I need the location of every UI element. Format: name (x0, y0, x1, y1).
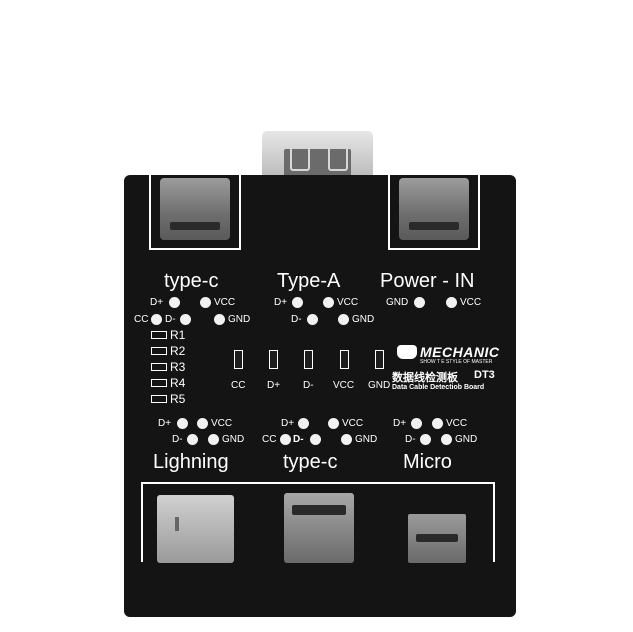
typec-bottom-gnd-label: GND (355, 434, 378, 445)
micro-dminus-pad (420, 434, 431, 445)
typec-bottom-vcc-label: VCC (342, 418, 364, 429)
lightning-dplus-label: D+ (158, 418, 172, 429)
brand-tagline: SHOW T E STYLE OF MASTER (420, 359, 493, 365)
brand-model: DT3 (474, 369, 495, 381)
typec-top-label: type-c (164, 270, 219, 292)
typec-top-vcc-label: VCC (214, 297, 236, 308)
power-gnd-pad (414, 297, 425, 308)
led-vcc (340, 350, 349, 369)
led-dminus (304, 350, 313, 369)
resistor-r4-label: R4 (170, 376, 186, 390)
typea-label: Type-A (277, 270, 341, 292)
power-gnd-label: GND (386, 297, 409, 308)
typec-top-cc-label: CC (134, 314, 149, 325)
micro-gnd-label: GND (455, 434, 478, 445)
lightning-dplus-pad (177, 418, 188, 429)
micro-dplus-label: D+ (393, 418, 407, 429)
micro-dminus-label: D- (405, 434, 416, 445)
typea-dplus-pad (292, 297, 303, 308)
micro-gnd-pad (441, 434, 452, 445)
led-vcc-label: VCC (333, 380, 355, 391)
typec-bottom-label: type-c (283, 451, 338, 473)
typec-bottom-cc-label: CC (262, 434, 277, 445)
typec-bottom-gnd-pad (341, 434, 352, 445)
led-dplus-label: D+ (267, 380, 281, 391)
lightning-port (157, 495, 234, 563)
typec-bottom-dminus-label: D- (293, 434, 304, 445)
lightning-vcc-pad (197, 418, 208, 429)
typec-bottom-dplus-pad (298, 418, 309, 429)
typea-dminus-label: D- (291, 314, 302, 325)
micro-dplus-pad (411, 418, 422, 429)
typea-dminus-pad (307, 314, 318, 325)
typec-bottom-vcc-pad (328, 418, 339, 429)
resistor-r3 (151, 363, 167, 371)
resistor-r1 (151, 331, 167, 339)
power-in-label: Power - IN (380, 270, 475, 292)
resistor-r4 (151, 379, 167, 387)
typec-top-cc-pad (151, 314, 162, 325)
led-dminus-label: D- (303, 380, 314, 391)
led-gnd (375, 350, 384, 369)
micro-label: Micro (403, 451, 452, 473)
micro-vcc-label: VCC (446, 418, 468, 429)
typec-bottom-dminus-pad (310, 434, 321, 445)
lightning-vcc-label: VCC (211, 418, 233, 429)
led-gnd-label: GND (368, 380, 391, 391)
bottom-ports-frame (141, 482, 495, 562)
brand-chinese-title: 数据线检测板 (392, 372, 458, 384)
typea-gnd-label: GND (352, 314, 375, 325)
power-in-port-frame (388, 175, 480, 250)
typec-top-dplus-pad (169, 297, 180, 308)
resistor-r2 (151, 347, 167, 355)
typec-top-dminus-pad (180, 314, 191, 325)
lightning-label: Lighning (153, 451, 229, 473)
typea-vcc-pad (323, 297, 334, 308)
resistor-r5-label: R5 (170, 392, 186, 406)
mechanic-logo-icon (397, 345, 417, 359)
typec-bottom-cc-pad (280, 434, 291, 445)
led-dplus (269, 350, 278, 369)
micro-usb-port (408, 514, 466, 563)
led-cc-label: CC (231, 380, 246, 391)
typea-dplus-label: D+ (274, 297, 288, 308)
typea-gnd-pad (338, 314, 349, 325)
typec-top-port-frame (149, 175, 241, 250)
micro-vcc-pad (432, 418, 443, 429)
typec-bottom-dplus-label: D+ (281, 418, 295, 429)
lightning-gnd-label: GND (222, 434, 245, 445)
lightning-dminus-pad (187, 434, 198, 445)
typec-top-gnd-label: GND (228, 314, 251, 325)
typec-top-vcc-pad (200, 297, 211, 308)
lightning-dminus-label: D- (172, 434, 183, 445)
typec-top-port (160, 178, 230, 240)
typec-top-dplus-label: D+ (150, 297, 164, 308)
lightning-gnd-pad (208, 434, 219, 445)
power-in-port (399, 178, 469, 240)
typec-bottom-port (284, 493, 354, 563)
typec-top-dminus-label: D- (165, 314, 176, 325)
power-vcc-label: VCC (460, 297, 482, 308)
resistor-r2-label: R2 (170, 344, 186, 358)
power-vcc-pad (446, 297, 457, 308)
brand-logo-text: MECHANIC (420, 344, 500, 360)
led-cc (234, 350, 243, 369)
resistor-r1-label: R1 (170, 328, 186, 342)
typec-top-gnd-pad (214, 314, 225, 325)
brand-subtitle: Data Cable Detectiob Board (392, 384, 485, 391)
typea-vcc-label: VCC (337, 297, 359, 308)
resistor-r3-label: R3 (170, 360, 186, 374)
resistor-r5 (151, 395, 167, 403)
